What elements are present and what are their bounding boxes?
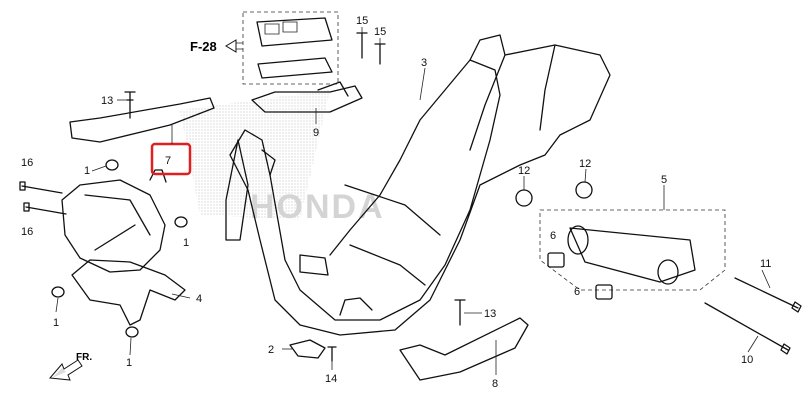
callout-7[interactable]: 7 [165, 155, 171, 167]
part-7-hanger [61, 169, 167, 273]
callout-13[interactable]: 13 [484, 308, 496, 320]
part-5-pivot [539, 209, 726, 300]
part-13-bracket [69, 91, 215, 143]
part-4-engine-hanger [71, 259, 186, 326]
honda-watermark: HONDA [180, 90, 385, 226]
front-label: FR. [76, 352, 92, 363]
main-frame [225, 34, 611, 336]
callout-13[interactable]: 13 [101, 95, 113, 107]
callout-16[interactable]: 16 [21, 226, 33, 238]
part-9-bracket [251, 81, 363, 113]
reference-label: F-28 [190, 39, 217, 54]
reference-box [242, 11, 339, 85]
leader-lines [55, 27, 771, 375]
callout-10[interactable]: 10 [741, 354, 753, 366]
callout-1[interactable]: 1 [126, 357, 132, 369]
highlight-box[interactable] [150, 142, 192, 176]
callout-2[interactable]: 2 [268, 344, 274, 356]
callout-6[interactable]: 6 [550, 230, 556, 242]
callout-12[interactable]: 12 [579, 158, 591, 170]
part-2-clamp [289, 339, 326, 359]
collars-12 [515, 181, 593, 207]
bushings [51, 159, 188, 338]
callout-1[interactable]: 1 [53, 317, 59, 329]
callout-3[interactable]: 3 [421, 57, 427, 69]
watermark-text: HONDA [250, 188, 385, 226]
front-arrow: FR. [48, 352, 92, 381]
callout-4[interactable]: 4 [196, 293, 202, 305]
part-14-bolt [327, 346, 337, 362]
callout-labels: 15 15 3 13 7 9 16 1 16 1 1 1 4 12 12 5 6… [21, 15, 771, 390]
callout-1[interactable]: 1 [183, 237, 189, 249]
part-8-step-bracket [399, 299, 529, 381]
callout-5[interactable]: 5 [661, 174, 667, 186]
callout-15[interactable]: 15 [374, 26, 386, 38]
callout-1[interactable]: 1 [84, 165, 90, 177]
callout-14[interactable]: 14 [325, 373, 337, 385]
bolts-10-11 [704, 277, 802, 355]
callout-9[interactable]: 9 [313, 127, 319, 139]
reference-arrow[interactable]: F-28 [190, 39, 243, 54]
callout-15[interactable]: 15 [356, 15, 368, 27]
callout-11[interactable]: 11 [760, 258, 771, 270]
bolts-16 [19, 181, 67, 215]
callout-6[interactable]: 6 [574, 286, 580, 298]
callout-8[interactable]: 8 [492, 378, 498, 390]
callout-12[interactable]: 12 [518, 165, 530, 177]
callout-16[interactable]: 16 [21, 157, 33, 169]
